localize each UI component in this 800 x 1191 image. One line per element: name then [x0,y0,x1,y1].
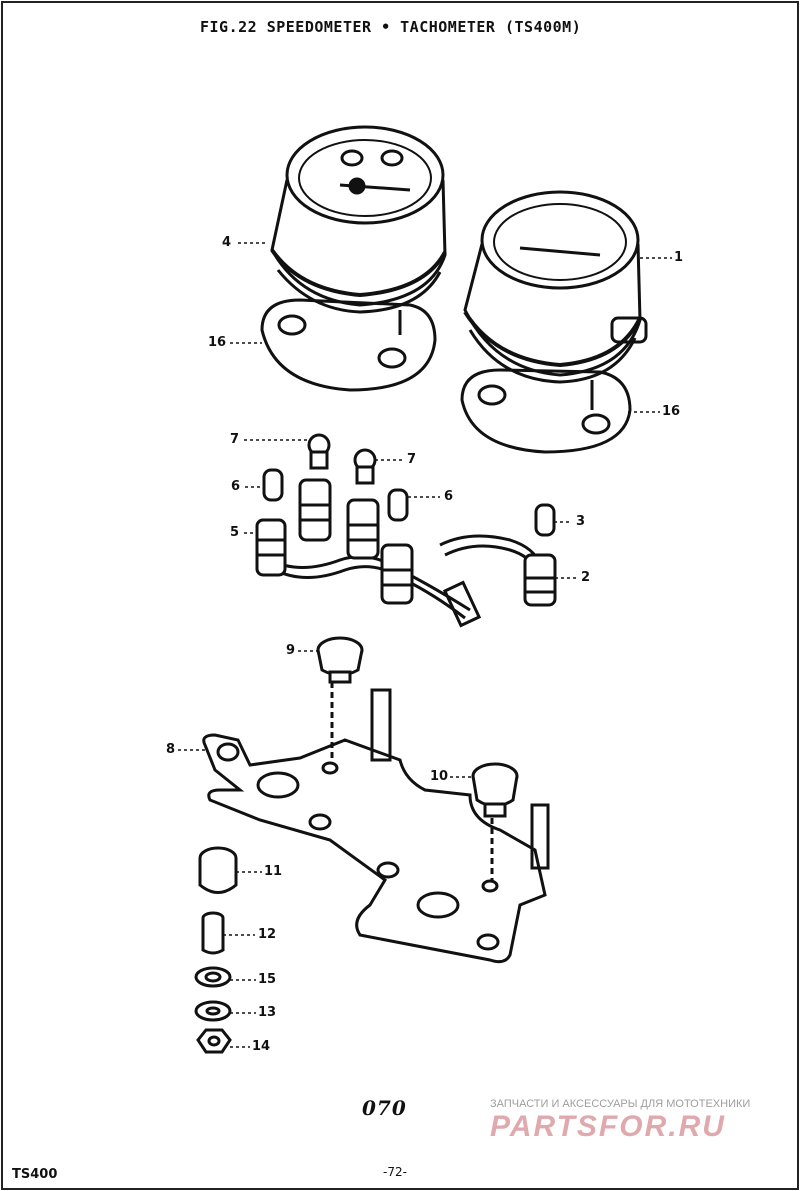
washer-15 [194,966,232,988]
callout-8: 8 [166,742,176,757]
speedometer-gauge [463,190,648,384]
callout-16-right: 16 [662,404,681,419]
bulb-6-right [387,488,409,522]
callout-7-right: 7 [407,452,417,467]
callout-11: 11 [264,864,283,879]
callout-3: 3 [576,514,586,529]
watermark-tagline: ЗАПЧАСТИ И АКСЕССУАРЫ ДЛЯ МОТОТЕХНИКИ [490,1098,751,1110]
tachometer-gauge [270,125,447,314]
page-code: 070 [362,1096,407,1120]
callout-13: 13 [258,1005,277,1020]
figure-title: FIG.22 SPEEDOMETER • TACHOMETER (TS400M) [200,18,582,36]
bulb-3 [534,503,556,537]
callout-2: 2 [581,570,591,585]
callout-7-left: 7 [230,432,240,447]
socket-2 [523,553,557,607]
grommet-11 [198,846,238,894]
model-label: TS400 [12,1167,58,1182]
callout-14: 14 [252,1039,271,1054]
bracket-plate-8 [202,682,550,964]
tachometer-base-16 [260,298,437,392]
callout-16-left: 16 [208,335,227,350]
speedometer-base-16 [460,368,632,454]
socket-6-left [298,478,332,542]
leader-lines [178,242,672,1048]
callout-1: 1 [674,250,684,265]
collar-12 [201,911,225,955]
callout-10: 10 [430,769,449,784]
callout-6-left: 6 [231,479,241,494]
nut-14 [196,1028,232,1054]
washer-13 [194,1000,232,1022]
callout-6-right: 6 [444,489,454,504]
page-number: -72- [383,1165,407,1179]
callout-15: 15 [258,972,277,987]
cap-10 [471,762,519,818]
watermark-logo: PARTSFOR.RU [490,1110,726,1143]
callout-12: 12 [258,927,277,942]
socket-5 [255,518,287,577]
callout-5: 5 [230,525,240,540]
bulb-7-right [353,448,377,485]
cap-9 [316,636,364,684]
callout-9: 9 [286,643,296,658]
bulb-7-left [307,433,331,470]
callout-4: 4 [222,235,232,250]
bulb-6-left [262,468,284,502]
socket-center [346,498,414,605]
